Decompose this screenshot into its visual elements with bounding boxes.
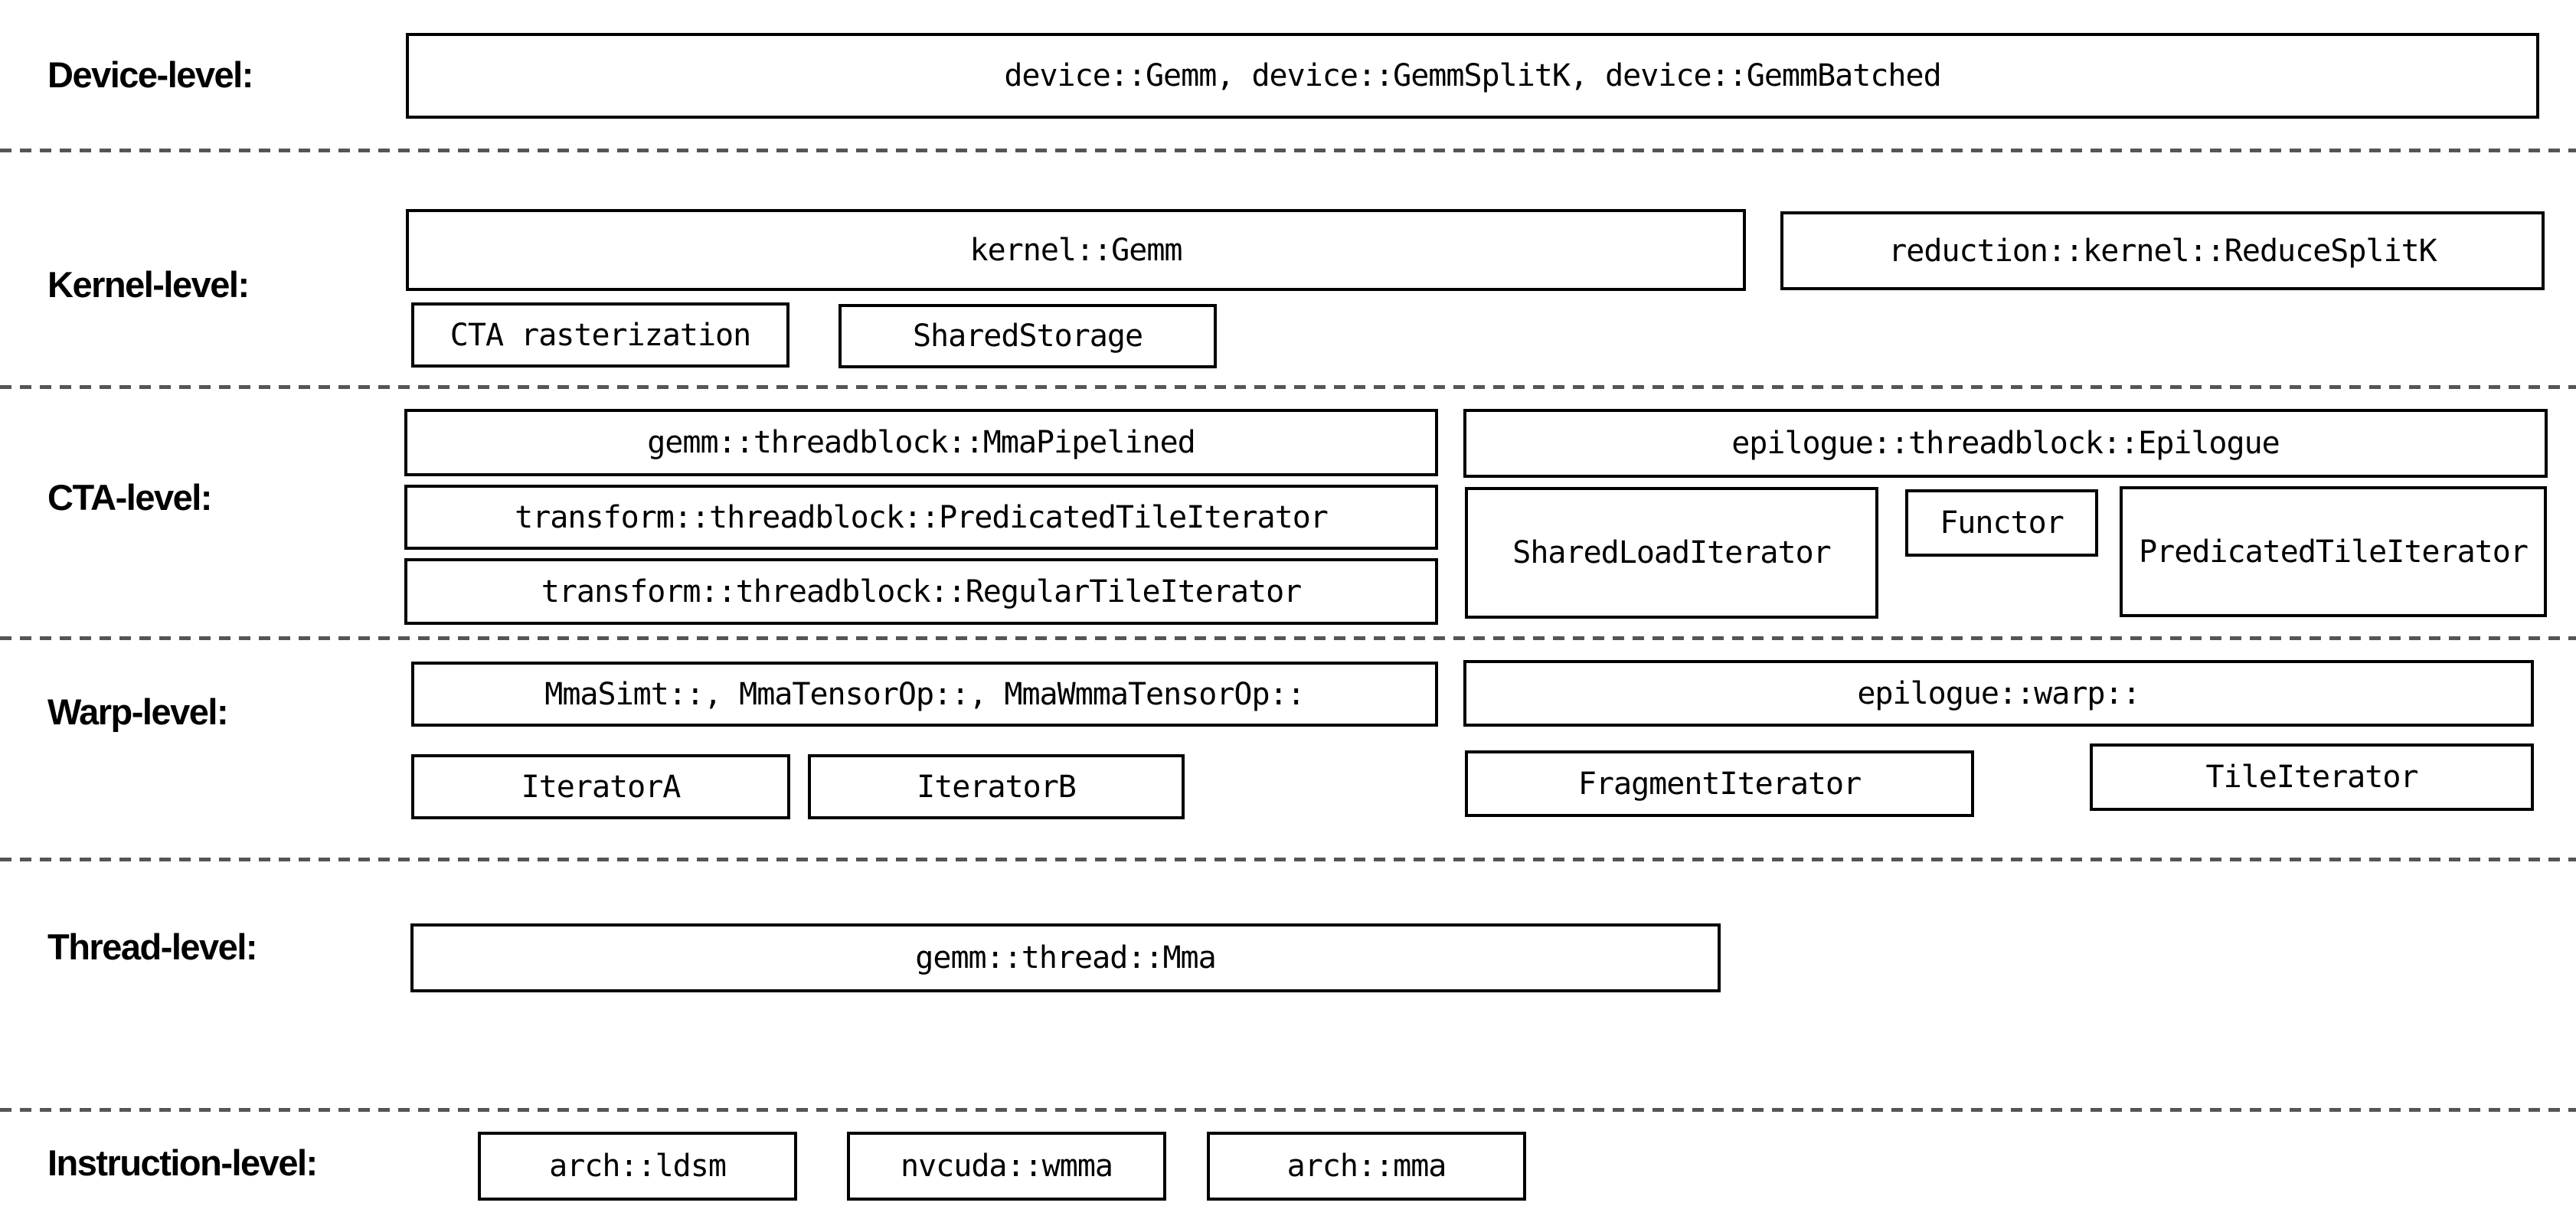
box-arch-mma: arch::mma	[1207, 1132, 1526, 1201]
box-tile-iterator: TileIterator	[2090, 743, 2534, 811]
level-label-kernel: Kernel-level:	[47, 264, 250, 305]
box-iterator-b: IteratorB	[808, 754, 1185, 819]
box-transform-threadblock-regular-tile-iterator: transform::threadblock::RegularTileItera…	[404, 558, 1438, 625]
box-fragment-iterator: FragmentIterator	[1465, 750, 1974, 817]
box-kernel-gemm: kernel::Gemm	[406, 209, 1746, 291]
box-gemm-threadblock-mma-pipelined: gemm::threadblock::MmaPipelined	[404, 409, 1438, 476]
box-arch-ldsm: arch::ldsm	[478, 1132, 797, 1201]
level-divider	[0, 1108, 2576, 1112]
level-divider	[0, 149, 2576, 152]
box-device-gemm: device::Gemm, device::GemmSplitK, device…	[406, 33, 2539, 119]
level-label-warp: Warp-level:	[47, 691, 229, 732]
level-divider	[0, 385, 2576, 389]
box-warp-mma-variants: MmaSimt::, MmaTensorOp::, MmaWmmaTensorO…	[411, 662, 1438, 727]
box-predicated-tile-iterator: PredicatedTileIterator	[2120, 486, 2547, 617]
level-divider	[0, 636, 2576, 640]
box-gemm-thread-mma: gemm::thread::Mma	[410, 923, 1721, 992]
box-reduction-kernel-reduce-splitk: reduction::kernel::ReduceSplitK	[1780, 211, 2545, 290]
box-shared-load-iterator: SharedLoadIterator	[1465, 487, 1878, 619]
box-transform-threadblock-predicated-tile-iterator: transform::threadblock::PredicatedTileIt…	[404, 485, 1438, 550]
box-shared-storage: SharedStorage	[839, 304, 1217, 368]
box-epilogue-warp: epilogue::warp::	[1463, 660, 2534, 727]
box-functor: Functor	[1905, 489, 2098, 557]
box-iterator-a: IteratorA	[411, 754, 790, 819]
box-epilogue-threadblock-epilogue: epilogue::threadblock::Epilogue	[1463, 409, 2548, 478]
level-label-instruction: Instruction-level:	[47, 1142, 318, 1183]
level-label-cta: CTA-level:	[47, 477, 212, 518]
box-cta-rasterization: CTA rasterization	[411, 302, 789, 368]
level-label-device: Device-level:	[47, 54, 253, 95]
level-divider	[0, 858, 2576, 861]
box-nvcuda-wmma: nvcuda::wmma	[847, 1132, 1166, 1201]
level-label-thread: Thread-level:	[47, 927, 258, 967]
